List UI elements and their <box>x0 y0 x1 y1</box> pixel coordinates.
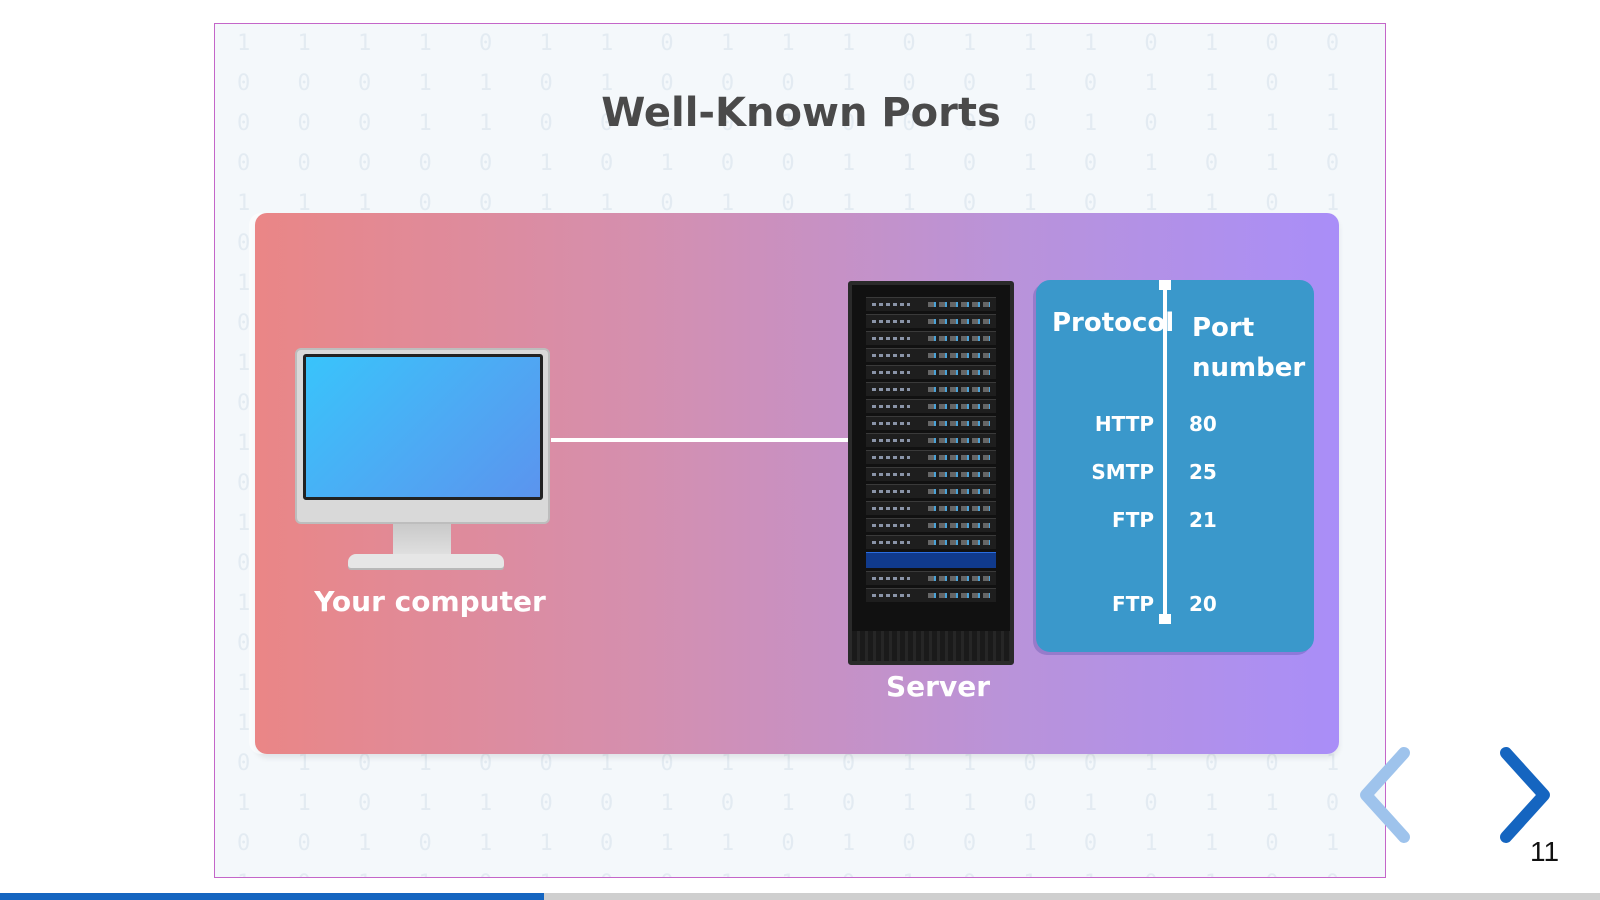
server-unit <box>866 571 996 585</box>
server-unit <box>866 331 996 345</box>
server-unit <box>866 552 996 568</box>
server-unit <box>866 348 996 362</box>
server-unit <box>866 416 996 430</box>
progress-fill <box>0 893 544 900</box>
protocol-header: Protocol <box>1052 308 1175 338</box>
next-slide-button[interactable] <box>1492 745 1562 845</box>
table-divider <box>1163 280 1167 622</box>
port-cell: 21 <box>1189 508 1217 532</box>
port-number-header: Port number <box>1192 313 1306 383</box>
port-cell: 20 <box>1189 592 1217 616</box>
server-unit <box>866 535 996 549</box>
chevron-left-icon <box>1360 747 1410 843</box>
table-divider-cap <box>1159 614 1171 624</box>
chevron-right-icon <box>1500 747 1550 843</box>
server-unit <box>866 518 996 532</box>
page-number: 11 <box>1530 836 1560 867</box>
server-unit <box>866 365 996 379</box>
protocol-cell: FTP <box>1112 592 1154 616</box>
server-unit <box>866 382 996 396</box>
server-unit <box>866 399 996 413</box>
protocol-cell: SMTP <box>1091 460 1154 484</box>
table-divider-cap <box>1159 280 1171 290</box>
port-cell: 25 <box>1189 460 1217 484</box>
computer-label: Your computer <box>314 585 546 618</box>
progress-bar <box>0 893 1600 900</box>
server-unit <box>866 501 996 515</box>
server-label: Server <box>885 670 990 703</box>
server-unit <box>866 588 996 602</box>
server-units <box>866 297 996 637</box>
protocol-cell: HTTP <box>1094 412 1154 436</box>
previous-slide-button[interactable] <box>1352 745 1422 845</box>
computer-icon <box>295 348 550 524</box>
monitor-base <box>348 554 504 568</box>
protocol-cell: FTP <box>1112 508 1154 532</box>
server-unit <box>866 484 996 498</box>
server-unit <box>866 450 996 464</box>
server-unit <box>866 467 996 481</box>
connection-line <box>551 438 849 442</box>
monitor-stand <box>393 524 451 558</box>
server-rack-base <box>852 631 1010 661</box>
server-rack-icon <box>848 281 1014 665</box>
computer-screen <box>303 354 543 500</box>
server-unit <box>866 433 996 447</box>
ports-table: Protocol Port number HTTP 80 SMTP 25 FTP… <box>1036 280 1314 652</box>
server-unit <box>866 297 996 311</box>
server-unit <box>866 314 996 328</box>
slide-title: Well-Known Ports <box>601 90 1001 136</box>
port-cell: 80 <box>1189 412 1217 436</box>
